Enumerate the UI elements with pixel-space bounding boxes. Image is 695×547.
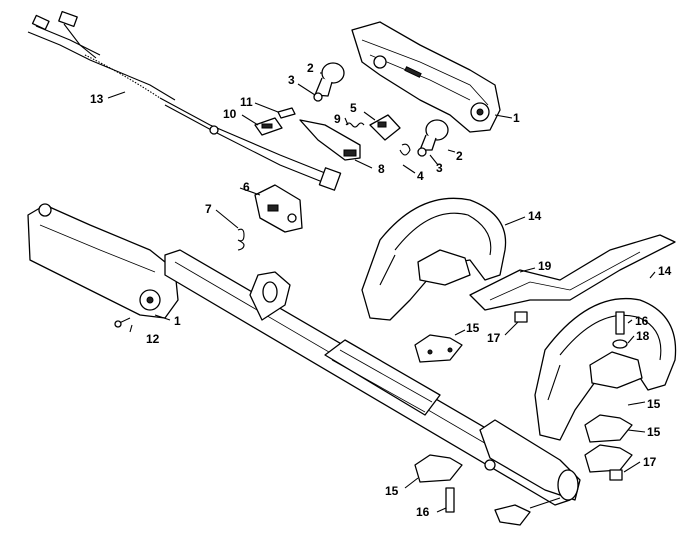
clamp-2-upper: [314, 62, 345, 97]
callout-13: 13: [90, 92, 104, 106]
wiring-harness: [27, 10, 342, 191]
callout-14-upper: 14: [528, 209, 542, 223]
clamp-15-c: [584, 444, 633, 473]
clamp-15-b: [584, 414, 633, 443]
part-10: [254, 117, 283, 136]
callout-2-lower: 2: [456, 149, 463, 163]
wing-screw: [494, 497, 561, 526]
callout-12: 12: [146, 332, 160, 346]
callout-15-c: 15: [647, 425, 661, 439]
callout-15-a: 15: [466, 321, 480, 335]
strap-19: [469, 234, 676, 323]
callout-10: 10: [223, 107, 237, 121]
callout-18: 18: [636, 329, 650, 343]
callout-11: 11: [240, 95, 253, 109]
callout-16-upper: 16: [635, 314, 649, 328]
clamp-2-lower: [419, 119, 449, 151]
screw-3-upper: [313, 92, 323, 102]
callout-5: 5: [350, 101, 357, 115]
callout-3-upper: 3: [288, 73, 295, 87]
callout-2-upper: 2: [307, 61, 314, 75]
nut-17-b: [609, 469, 623, 481]
screw-12: [114, 317, 131, 328]
callout-14-lower: 14: [658, 264, 672, 278]
callout-8: 8: [378, 162, 385, 176]
callout-17-b: 17: [643, 455, 657, 469]
spring-7: [237, 228, 245, 251]
callout-1-upper: 1: [513, 111, 520, 125]
callout-6: 6: [243, 180, 250, 194]
callout-16-lower: 16: [416, 505, 430, 519]
screw-16-upper: [615, 311, 625, 335]
callout-9: 9: [334, 112, 341, 126]
switch-5: [369, 114, 401, 141]
clamp-15-a: [414, 334, 463, 363]
loop-handle-14-lower: [534, 298, 677, 441]
screw-16-lower: [445, 487, 455, 513]
callout-15-b: 15: [647, 397, 661, 411]
spring-9: [345, 122, 365, 128]
part-6: [254, 184, 303, 233]
shaft-tube: [164, 249, 581, 506]
loop-handle-14-upper: [361, 197, 507, 321]
callout-3-lower: 3: [436, 161, 443, 175]
spring-4: [399, 143, 411, 156]
callout-17-a: 17: [487, 331, 501, 345]
washer-18: [612, 339, 628, 349]
callout-1-lower: 1: [174, 314, 181, 328]
screw-3-lower: [417, 147, 427, 157]
callout-4: 4: [417, 169, 424, 183]
handle-housing-upper: [351, 21, 501, 133]
throttle-lever-8: [299, 119, 361, 161]
part-11: [277, 107, 296, 119]
callout-7: 7: [205, 202, 212, 216]
handle-housing-lower: [27, 203, 179, 319]
callout-19: 19: [538, 259, 552, 273]
clamp-15-d: [414, 454, 463, 483]
leader-lines: [107, 72, 656, 513]
callout-labels: 1 2 3 2 3 4 5 6 7 8 9 10 11 12 13 1 14 1…: [90, 61, 672, 519]
callout-15-d: 15: [385, 484, 399, 498]
